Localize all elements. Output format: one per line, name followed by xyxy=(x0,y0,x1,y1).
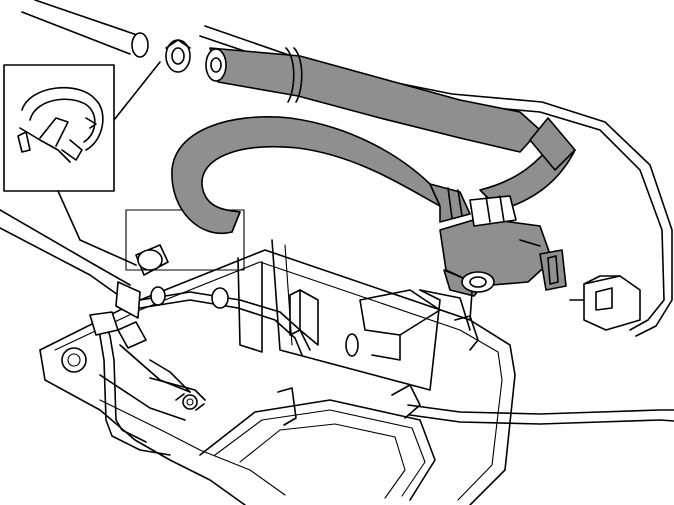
mounting-bracket-plate xyxy=(39,239,516,505)
rubber-hose-upper xyxy=(205,47,541,153)
fuel-line-pipe xyxy=(0,209,674,456)
u-shaped-hose xyxy=(171,116,576,235)
electrical-connector xyxy=(539,249,641,331)
mounting-bolt xyxy=(150,286,229,411)
pipe-end-upper-left xyxy=(21,0,149,58)
inset-clamp-icon xyxy=(17,86,104,163)
hose-clamp-ring xyxy=(165,39,191,73)
small-grommet xyxy=(125,209,245,276)
inset-hose-clamp-detail xyxy=(3,61,161,266)
valve-solenoid xyxy=(439,195,553,321)
